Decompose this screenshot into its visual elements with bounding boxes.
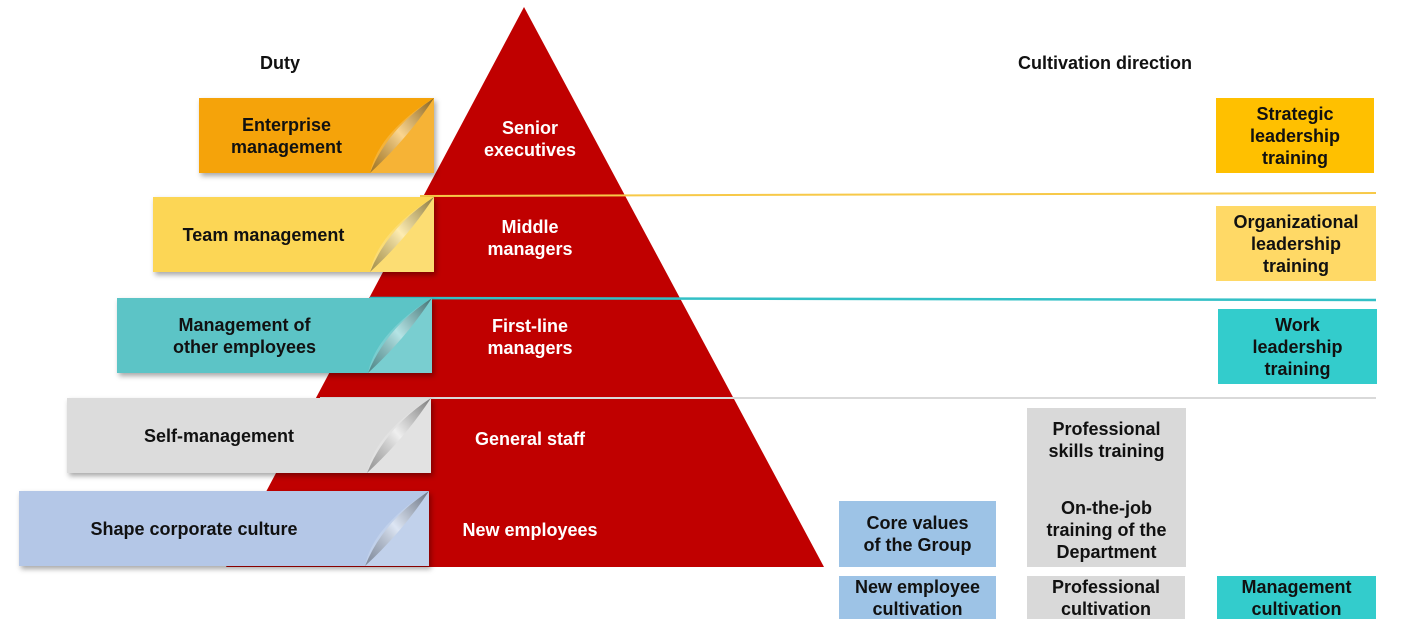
level-senior-executives: Senior executives — [483, 118, 577, 160]
level-general-staff: General staff — [474, 429, 586, 449]
separator-line-1 — [419, 192, 1377, 197]
on-the-job-training: On-the-job training of the Department — [1046, 498, 1167, 562]
core-values-of-the-group: Core values of the Group — [839, 501, 996, 567]
duty-team-management: Team management — [153, 197, 434, 272]
category-management-cultivation: Management cultivation — [1217, 576, 1376, 619]
level-middle-managers: Middle managers — [487, 217, 573, 259]
strategic-leadership-training: Strategic leadership training — [1216, 98, 1374, 173]
duty-self-management: Self-management — [67, 398, 431, 473]
organizational-leadership-training: Organizational leadership training — [1216, 206, 1376, 281]
page-curl-icon — [368, 298, 432, 373]
duty-shape-corporate-culture-label: Shape corporate culture — [90, 518, 298, 539]
pyramid-shape — [226, 7, 824, 567]
level-first-line-managers: First-line managers — [487, 316, 573, 358]
cultivation-direction-heading: Cultivation direction — [1018, 53, 1193, 73]
duty-team-management-label: Team management — [182, 224, 345, 245]
professional-skills-training: Professional skills training — [1048, 419, 1165, 461]
page-curl-icon — [365, 491, 429, 566]
duty-enterprise-management: Enterprise management — [199, 98, 434, 173]
category-professional-cultivation: Professional cultivation — [1027, 576, 1185, 619]
duty-self-management-label: Self-management — [143, 425, 295, 446]
duty-heading: Duty — [260, 53, 300, 73]
professional-training-column: Professional skills training On-the-job … — [1027, 408, 1186, 567]
page-curl-icon — [370, 197, 434, 272]
duty-enterprise-management-label: Enterprise management — [230, 114, 343, 157]
page-curl-icon — [367, 398, 431, 473]
separator-line-2 — [369, 296, 1377, 302]
work-leadership-training: Work leadership training — [1218, 309, 1377, 384]
duty-management-of-other-employees: Management of other employees — [117, 298, 432, 373]
duty-shape-corporate-culture: Shape corporate culture — [19, 491, 429, 566]
duty-management-of-other-employees-label: Management of other employees — [172, 314, 317, 357]
category-new-employee-cultivation: New employee cultivation — [839, 576, 996, 619]
level-new-employees: New employees — [462, 520, 598, 540]
page-curl-icon — [370, 98, 434, 173]
